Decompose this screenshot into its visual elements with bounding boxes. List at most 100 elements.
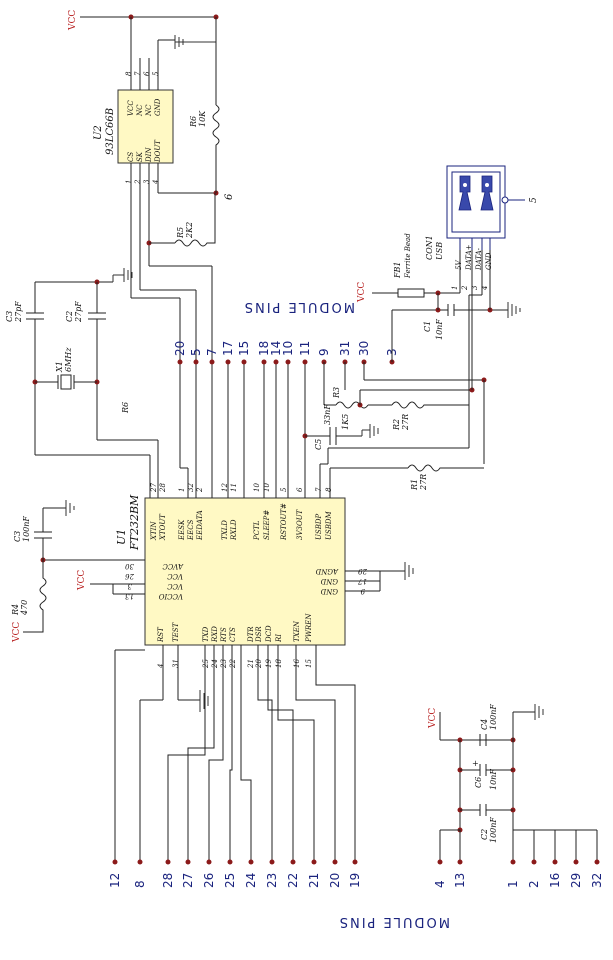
u1-right-gnd1: GND: [320, 577, 338, 585]
u1-left-num-3: 3: [127, 582, 132, 590]
u1-top-pin-label: USBDP: [315, 514, 323, 540]
u1-bottom-pin-number: 22: [229, 659, 237, 669]
power-module-pin-node[interactable]: [437, 859, 443, 865]
u2-pin-dout: DOUT: [154, 139, 162, 163]
bottom-module-pin-node[interactable]: [332, 859, 338, 865]
top-module-pin-node[interactable]: [193, 359, 199, 365]
power-module-pin-node[interactable]: [573, 859, 579, 865]
u1-right-gnd2: GND: [320, 587, 338, 595]
power-module-pin-node[interactable]: [457, 859, 463, 865]
power-module-pin-label: 32: [590, 873, 604, 888]
bottom-module-pin-node[interactable]: [227, 859, 233, 865]
power-module-pin-node[interactable]: [552, 859, 558, 865]
top-module-pin-label: 30: [357, 341, 371, 356]
u2-num-5: 5: [152, 71, 160, 76]
c3-top-ref: C3: [5, 311, 14, 322]
top-module-pin-node[interactable]: [225, 359, 231, 365]
con1-pin-gnd: GND: [485, 252, 493, 270]
c4-ref: C4: [480, 719, 489, 730]
con1-pin-5v: 5V: [455, 260, 463, 270]
r6-top-value: 10K: [198, 110, 207, 127]
top-module-pin-node[interactable]: [261, 359, 267, 365]
u1-part: FT232BM: [128, 494, 141, 551]
bottom-module-pin-label: 27: [181, 873, 195, 888]
u2-part: 93LC66B: [105, 108, 116, 155]
power-module-pin-label: 16: [548, 873, 562, 888]
power-module-pin-node[interactable]: [531, 859, 537, 865]
ground-icon: [361, 424, 379, 438]
top-module-pin-node[interactable]: [177, 359, 183, 365]
top-module-pin-node[interactable]: [285, 359, 291, 365]
u1-bottom-pin-number: 15: [305, 659, 313, 668]
top-module-pin-label: 15: [237, 341, 251, 356]
top-module-pin-node[interactable]: [209, 359, 215, 365]
u1-bottom-pin-number: 18: [275, 659, 283, 668]
con1-pin-dataplus: DATA+: [465, 244, 473, 271]
bottom-module-pin-label: 28: [161, 873, 175, 888]
power-module-pin-label: 13: [453, 873, 467, 888]
u1-bottom-pin-label: TEST: [172, 621, 180, 642]
bottom-module-pin-node[interactable]: [352, 859, 358, 865]
c2-top-value: 27pF: [74, 301, 83, 323]
u2-pin-gnd: GND: [154, 98, 162, 116]
r4-ref: R4: [11, 604, 20, 616]
bottom-module-pin-node[interactable]: [311, 859, 317, 865]
u1-left-num-26: 26: [125, 572, 135, 580]
u1-bottom-pin-number: 31: [172, 659, 180, 668]
bottom-module-pin-node[interactable]: [248, 859, 254, 865]
bottom-module-pin-node[interactable]: [269, 859, 275, 865]
ground-icon: [174, 35, 216, 49]
u1-bottom-pin-label: RTS: [220, 627, 228, 643]
r6-top-ref: R6: [189, 116, 198, 128]
bottom-module-pin-label: 25: [223, 873, 237, 888]
u1-bottom-pin-label: DSR: [255, 626, 263, 643]
c4-value: 100nF: [489, 704, 498, 730]
bottom-module-pin-node[interactable]: [137, 859, 143, 865]
c5-ref: C5: [314, 439, 323, 450]
top-module-pin-node[interactable]: [302, 359, 308, 365]
power-module-pin-node[interactable]: [510, 859, 516, 865]
fb1-ref: FB1: [393, 261, 402, 279]
vcc-label-u1: VCC: [77, 570, 87, 591]
u1-top-pin-label: EECS: [187, 519, 195, 541]
u2-pin-cs: CS: [127, 152, 135, 162]
top-module-pin-node[interactable]: [273, 359, 279, 365]
u2-num-4: 4: [152, 180, 160, 185]
u2-pin-vcc: VCC: [127, 100, 135, 116]
bottom-module-pin-node[interactable]: [112, 859, 118, 865]
ground-icon: [534, 704, 544, 720]
bottom-module-pin-label: 23: [265, 873, 279, 888]
r2-value: 27R: [401, 414, 410, 431]
c5-value: 33nF: [323, 404, 332, 425]
u1-top-pin-number: 1: [178, 488, 186, 492]
x1-crystal: [60, 374, 72, 390]
con1-pin-dataminus: DATA-: [475, 247, 483, 271]
bottom-module-pin-node[interactable]: [185, 859, 191, 865]
power-module-pin-node[interactable]: [594, 859, 600, 865]
top-module-pin-label: 5: [189, 348, 203, 356]
u1-right-agnd: AGND: [315, 567, 339, 575]
u1-ref: U1: [115, 529, 128, 545]
top-module-pin-label: 9: [317, 348, 331, 356]
u2-num-2: 2: [134, 179, 142, 185]
ground-icon: [112, 268, 133, 282]
r4-resistor: [23, 560, 47, 633]
u1-bottom-pin-number: 4: [157, 664, 165, 669]
r3-value: 1K5: [341, 414, 350, 430]
bottom-module-pin-node[interactable]: [165, 859, 171, 865]
con1-num-1: 1: [451, 286, 459, 290]
bottom-module-pin-node[interactable]: [206, 859, 212, 865]
top-module-pin-node[interactable]: [241, 359, 247, 365]
r5-resistor: [174, 193, 216, 247]
u2-num-6: 6: [143, 71, 151, 76]
bottom-module-pin-node[interactable]: [290, 859, 296, 865]
u1-top-pin-number: 10: [263, 483, 271, 492]
con1-num-3: 3: [471, 285, 479, 290]
top-module-pin-label: 17: [221, 341, 235, 356]
bottom-module-pin-label: 20: [328, 873, 342, 888]
fb1-value: Ferrite Bead: [404, 233, 412, 279]
u1-top-pin-number: 8: [325, 487, 333, 492]
con1-num-4: 4: [481, 286, 489, 291]
c3-left-ref: C3: [13, 531, 22, 542]
r4-value: 470: [20, 600, 29, 616]
